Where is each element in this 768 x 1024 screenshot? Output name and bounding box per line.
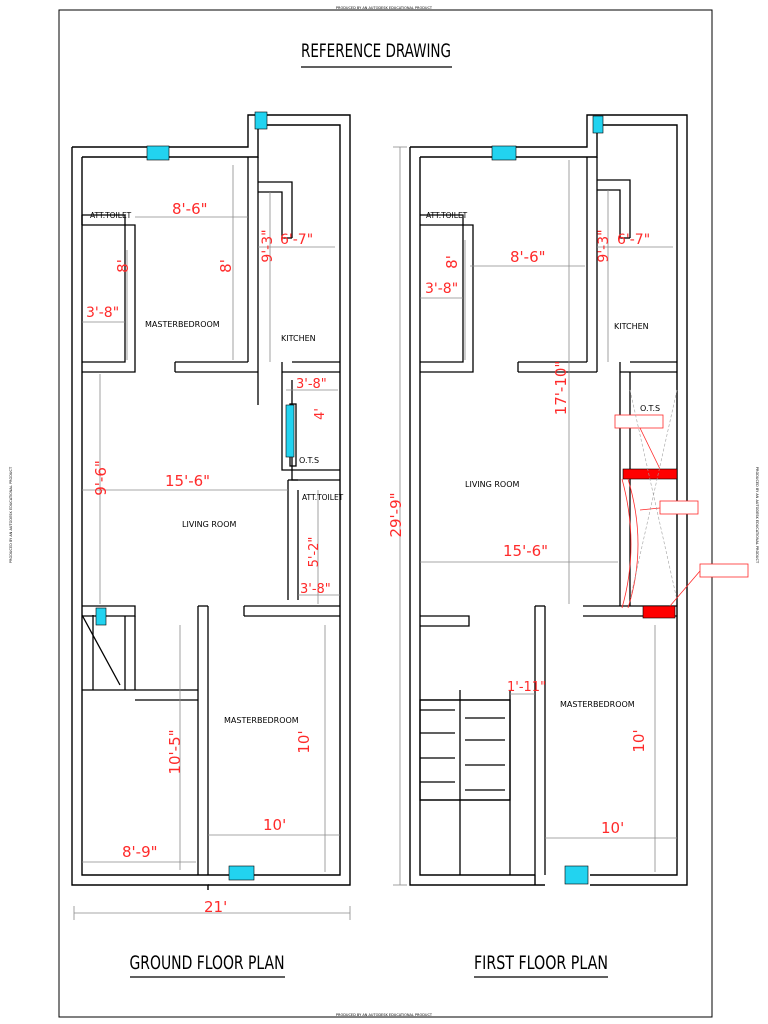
dimension-label: 3'-8" (300, 582, 331, 597)
window-marker (285, 404, 295, 458)
header-note: PRODUCED BY AN AUTODESK EDUCATIONAL PROD… (336, 6, 433, 10)
dimension-label: 17'-10" (552, 361, 570, 416)
dimension-label: 8'-6" (172, 200, 208, 218)
dimension-label: 3'-8" (296, 377, 327, 392)
dimension-label: 8' (217, 259, 235, 273)
dimension-label: 10'-5" (166, 729, 184, 774)
sheet-border (58, 9, 713, 1018)
room-label: MASTERBEDROOM (560, 700, 635, 709)
dimension-label: 3'-8" (86, 305, 119, 321)
first-floor-caption: FIRST FLOOR PLAN (474, 952, 608, 974)
dimension-label: 1'-11" (507, 680, 546, 695)
ground-floor-caption: GROUND FLOOR PLAN (130, 952, 285, 974)
room-label: LIVING ROOM (182, 520, 237, 529)
window-marker (95, 607, 107, 626)
side-note-right: PRODUCED BY AN AUTODESK EDUCATIONAL PROD… (755, 467, 759, 564)
beam-marker (642, 605, 676, 619)
room-label: O.T.S (640, 404, 660, 413)
dimension-label: 9'-6" (92, 460, 110, 496)
first-windows (491, 115, 604, 885)
first-callouts (614, 414, 749, 609)
dimension-label: 6'-7" (617, 232, 650, 248)
dimension-label: 10' (630, 729, 648, 752)
dimension-label: 9'-3" (260, 229, 276, 262)
first-outer-walls (409, 114, 688, 886)
side-note-left: PRODUCED BY AN AUTODESK EDUCATIONAL PROD… (9, 466, 13, 563)
dimension-label: 8' (114, 259, 132, 273)
room-label: MASTERBEDROOM (224, 716, 299, 725)
ground-room-labels: ATT.TOILET MASTERBEDROOM KITCHEN O.T.S A… (90, 211, 344, 725)
callout-box (659, 500, 699, 515)
page-title: REFERENCE DRAWING (301, 40, 451, 62)
footer-note: PRODUCED BY AN AUTODESK EDUCATIONAL PROD… (336, 1013, 433, 1017)
room-label: LIVING ROOM (465, 480, 520, 489)
first-dimension-values: 8' 3'-8" 8'-6" 9'-3" 6'-7" 17'-10" 15'-6… (387, 229, 650, 837)
ground-dimension-values: 8'-6" 8' 8' 3'-8" 9'-3" 6'-7" 3'-8" 4' 1… (86, 200, 331, 916)
dimension-label: 6'-7" (280, 232, 313, 248)
window-marker (254, 111, 268, 130)
room-label: KITCHEN (614, 322, 649, 331)
room-label: ATT.TOILET (426, 211, 468, 220)
dimension-label: 15'-6" (503, 542, 548, 560)
dimension-label: 3'-8" (425, 281, 458, 297)
dimension-label: 9'-3" (596, 229, 612, 262)
room-label: ATT.TOILET (302, 493, 344, 502)
first-dimension-lines (393, 146, 677, 886)
dimension-label: 10' (263, 816, 286, 834)
ground-dimension-lines (73, 165, 351, 920)
dimension-label: 8'-6" (510, 248, 546, 266)
dimension-label: 8' (443, 255, 461, 269)
ground-floor-plan: ATT.TOILET MASTERBEDROOM KITCHEN O.T.S A… (71, 111, 351, 978)
room-label: O.T.S (299, 456, 319, 465)
window-marker (146, 145, 170, 161)
ots-cross (629, 389, 678, 601)
ground-interior-walls (81, 157, 340, 875)
window-marker (592, 115, 604, 134)
room-label: MASTERBEDROOM (145, 320, 220, 329)
window-marker (564, 865, 589, 885)
window-marker (491, 145, 517, 161)
dimension-label: 10' (295, 730, 313, 753)
dimension-label: 5'-2" (307, 537, 322, 568)
dimension-label: 10' (601, 819, 624, 837)
ground-windows (95, 111, 295, 881)
dimension-label: 4' (313, 408, 328, 420)
dimension-label: 21' (204, 898, 227, 916)
dimension-label: 15'-6" (165, 472, 210, 490)
dimension-label: 8'-9" (122, 843, 158, 861)
beam-marker (622, 468, 678, 480)
callout-box (699, 563, 749, 578)
callout-box (614, 414, 664, 429)
window-marker (228, 865, 255, 881)
first-room-labels: ATT.TOILET KITCHEN O.T.S LIVING ROOM MAS… (426, 211, 660, 709)
first-floor-plan: ATT.TOILET KITCHEN O.T.S LIVING ROOM MAS… (387, 114, 749, 978)
dimension-label: 29'-9" (387, 492, 405, 537)
room-label: KITCHEN (281, 334, 316, 343)
ground-outer-walls (71, 114, 351, 890)
room-label: ATT.TOILET (90, 211, 132, 220)
